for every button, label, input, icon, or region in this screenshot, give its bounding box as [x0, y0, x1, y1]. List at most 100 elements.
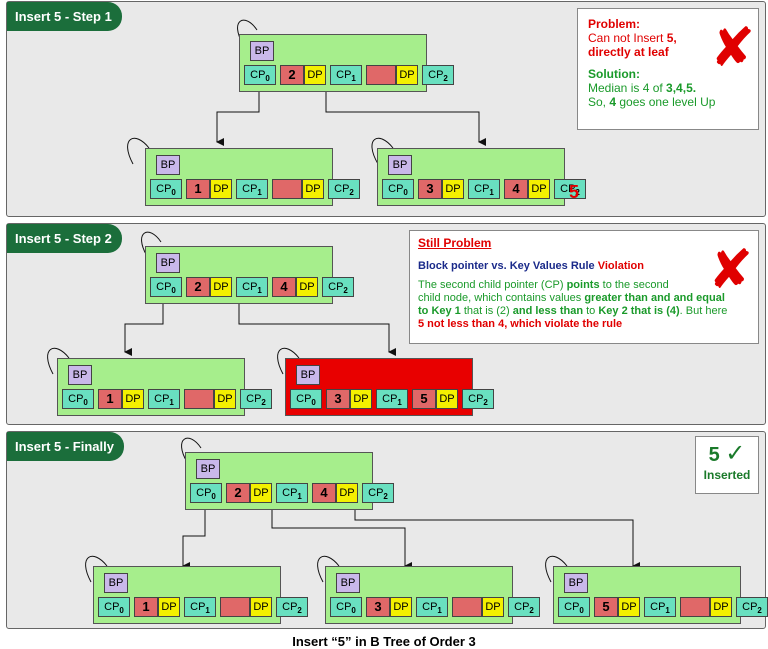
inserted-box: 5 ✓ Inserted [695, 436, 759, 494]
key2 [220, 597, 250, 617]
key-row: CP0 1 DP CP1 DP CP2 [150, 179, 364, 199]
dp1: DP [390, 597, 412, 617]
dp1: DP [210, 179, 232, 199]
key2: 4 [312, 483, 336, 503]
step2-edge-left [124, 302, 164, 356]
cp1: CP1 [644, 597, 676, 617]
error-x-icon: ✘ [710, 18, 756, 78]
dp2: DP [250, 597, 272, 617]
pending-key: 5 [569, 182, 580, 202]
final-left-node: BP CP0 1 DP CP1 DP CP2 [93, 566, 308, 624]
cp0: CP0 [244, 65, 276, 85]
problem-line1: Can not Insert 5, [588, 31, 677, 45]
inserted-number-row: 5 ✓ [708, 440, 746, 467]
cp0: CP0 [62, 389, 94, 409]
cp0: CP0 [558, 597, 590, 617]
cp1: CP1 [236, 179, 268, 199]
key-row: CP0 1 DP CP1 DP CP2 [62, 389, 276, 409]
dp2: DP [436, 389, 458, 409]
key-row: CP0 3 DP CP1 DP CP2 [330, 597, 544, 617]
key2 [184, 389, 214, 409]
cp2: CP2 [328, 179, 360, 199]
cp2: CP2 [554, 179, 586, 199]
key1: 3 [366, 597, 390, 617]
cp1: CP1 [376, 389, 408, 409]
cp1: CP1 [276, 483, 308, 503]
dp1: DP [210, 277, 232, 297]
step2-edge-right [238, 302, 396, 356]
cp2: CP2 [422, 65, 454, 85]
cp0: CP0 [190, 483, 222, 503]
key2 [452, 597, 482, 617]
cp2: CP2 [276, 597, 308, 617]
final-title: Insert 5 - Finally [7, 432, 124, 461]
solution-line1: Median is 4 of 3,4,5. [588, 81, 697, 95]
block-pointer: BP [296, 365, 320, 385]
block-pointer: BP [250, 41, 274, 61]
final-root-node: BP CP0 2 DP CP1 4 DP CP2 [185, 452, 394, 510]
step2-title: Insert 5 - Step 2 [7, 224, 122, 253]
block-pointer: BP [336, 573, 360, 593]
step2-info-box: Still Problem Block pointer vs. Key Valu… [409, 230, 759, 344]
dp2: DP [528, 179, 550, 199]
cp2: CP2 [240, 389, 272, 409]
dp1: DP [442, 179, 464, 199]
key1: 3 [418, 179, 442, 199]
dp2: DP [336, 483, 358, 503]
error-x-icon: ✘ [708, 240, 754, 300]
cp1: CP1 [468, 179, 500, 199]
step1-edge-right [325, 88, 486, 146]
dp1: DP [158, 597, 180, 617]
cp2: CP2 [508, 597, 540, 617]
checkmark-icon: ✓ [725, 440, 746, 467]
cp2: CP2 [462, 389, 494, 409]
final-right-node: BP CP0 5 DP CP1 DP CP2 [553, 566, 768, 624]
key1: 3 [326, 389, 350, 409]
cp0: CP0 [382, 179, 414, 199]
final-panel: Insert 5 - Finally BP CP0 2 DP CP1 4 DP … [6, 431, 768, 629]
cp1: CP1 [330, 65, 362, 85]
key1: 5 [594, 597, 618, 617]
dp2: DP [482, 597, 504, 617]
key2 [680, 597, 710, 617]
key2 [366, 65, 396, 85]
step1-edge-left [216, 88, 260, 146]
step2-left-node: BP CP0 1 DP CP1 DP CP2 [57, 358, 272, 416]
step1-left-node: BP CP0 1 DP CP1 DP CP2 [145, 148, 360, 206]
key-row: CP0 3 DP CP1 5 DP CP2 [290, 389, 498, 409]
cp1: CP1 [236, 277, 268, 297]
block-pointer: BP [196, 459, 220, 479]
figure-caption: Insert “5” in B Tree of Order 3 [292, 634, 476, 649]
step2-root-node: BP CP0 2 DP CP1 4 DP CP2 [145, 246, 354, 304]
key2 [272, 179, 302, 199]
key1: 1 [134, 597, 158, 617]
key2: 4 [504, 179, 528, 199]
cp2: CP2 [322, 277, 354, 297]
cp1: CP1 [148, 389, 180, 409]
dp2: DP [710, 597, 732, 617]
block-pointer: BP [104, 573, 128, 593]
dp1: DP [618, 597, 640, 617]
dp2: DP [396, 65, 418, 85]
still-problem-heading: Still Problem [418, 236, 492, 250]
key-row: CP0 3 DP CP1 4 DP CP2 [382, 179, 590, 199]
key-row: CP0 2 DP CP1 4 DP CP2 [190, 483, 398, 503]
block-pointer: BP [156, 253, 180, 273]
key2: 4 [272, 277, 296, 297]
step1-panel: Insert 5 - Step 1 BP CP0 2 DP CP1 DP CP2… [6, 1, 766, 217]
dp1: DP [350, 389, 372, 409]
problem-line2: directly at leaf [588, 45, 669, 59]
dp2: DP [296, 277, 318, 297]
cp0: CP0 [150, 277, 182, 297]
final-edge-left [182, 508, 206, 570]
dp1: DP [122, 389, 144, 409]
cp0: CP0 [98, 597, 130, 617]
key1: 2 [226, 483, 250, 503]
block-pointer: BP [564, 573, 588, 593]
key-row: CP0 2 DP CP1 DP CP2 [244, 65, 458, 85]
cp0: CP0 [330, 597, 362, 617]
final-edge-right [354, 508, 640, 570]
key1: 1 [186, 179, 210, 199]
cp2: CP2 [736, 597, 768, 617]
step2-right-node-error: BP CP0 3 DP CP1 5 DP CP2 [285, 358, 494, 416]
